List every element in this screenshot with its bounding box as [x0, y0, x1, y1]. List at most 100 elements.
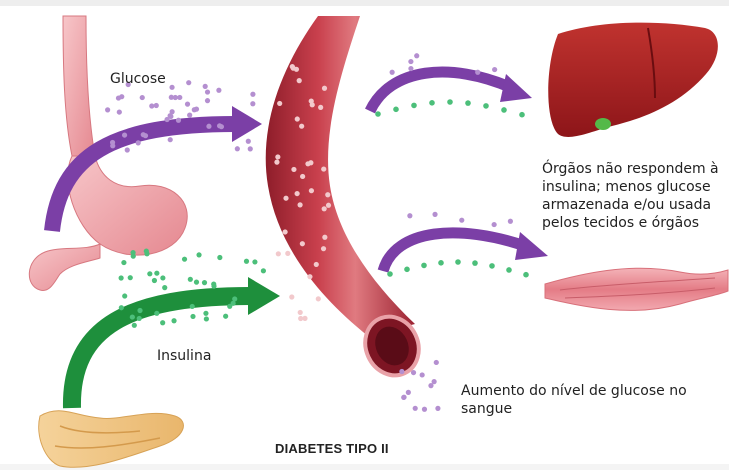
insulin-particle [119, 305, 124, 310]
insulin-particle [196, 252, 201, 257]
insulin-particle [438, 260, 444, 266]
insulin-particle [429, 100, 435, 106]
glucose-particle [122, 132, 127, 137]
insulin-particle [519, 112, 525, 118]
insulin-particle [252, 259, 257, 264]
glucose-particle [177, 95, 182, 100]
glucose-particle [186, 80, 191, 85]
glucose-particle [508, 219, 513, 224]
vessel-particle [297, 78, 302, 83]
insulin-particle [203, 311, 208, 316]
insulin-particle [244, 259, 249, 264]
insulin-particle [128, 275, 133, 280]
glucose-particle [492, 222, 497, 227]
vessel-particle [299, 124, 304, 129]
insulin-arrow-to-vessel [72, 277, 280, 408]
glucose-label: Glucose [110, 70, 166, 88]
insulin-particle [261, 268, 266, 273]
vessel-particle [274, 160, 279, 165]
glucose-particle [140, 95, 145, 100]
insulin-particle [483, 103, 489, 109]
glucose-particle [407, 213, 412, 218]
vessel-particle [326, 203, 331, 208]
glucose-particle [406, 390, 411, 395]
glucose-particle [170, 109, 175, 114]
vessel-particle [321, 166, 326, 171]
glucose-particle [413, 406, 418, 411]
glucose-particle [420, 372, 425, 377]
vessel-particle [318, 105, 323, 110]
vessel-particle [316, 296, 321, 301]
glucose-particle [119, 94, 124, 99]
insulin-particle [202, 280, 207, 285]
organs-label-line: insulina; menos glucose [542, 178, 729, 196]
vessel-particle [283, 229, 288, 234]
insulin-particle [131, 254, 136, 259]
glucose-particle [110, 143, 115, 148]
glucose-particle [250, 92, 255, 97]
insulin-particle [122, 293, 127, 298]
glucose-particle [206, 124, 211, 129]
insulin-particle [132, 323, 137, 328]
organs-response-label: Órgãos não respondem à insulina; menos g… [542, 160, 729, 232]
vessel-particle [309, 188, 314, 193]
insulin-particle [154, 271, 159, 276]
pancreas-icon [39, 411, 184, 468]
glucose-particle [141, 132, 146, 137]
insulin-particle [211, 284, 216, 289]
vessel-particle [305, 161, 310, 166]
glucose-particle [250, 101, 255, 106]
insulin-particle [119, 275, 124, 280]
glucose-particle [194, 107, 199, 112]
glucose-particle [168, 137, 173, 142]
insulin-particle [162, 285, 167, 290]
insulin-particle [411, 103, 417, 109]
insulin-particle [182, 257, 187, 262]
vessel-particle [291, 167, 296, 172]
insulin-particle [506, 267, 512, 273]
vessel-particle [276, 251, 281, 256]
vessel-particle [277, 101, 282, 106]
glucose-particle [411, 370, 416, 375]
insulin-particle [204, 316, 209, 321]
glucose-particle [390, 70, 395, 75]
glucose-particle [432, 212, 437, 217]
insulin-particle [217, 255, 222, 260]
glucose-particle [173, 95, 178, 100]
insulin-particle [190, 304, 195, 309]
vessel-particle [275, 154, 280, 159]
glucose-particle [475, 70, 480, 75]
glucose-particle [149, 103, 154, 108]
glucose-particle [205, 98, 210, 103]
glucose-particle [408, 59, 413, 64]
glucose-particle [235, 146, 240, 151]
blood-vessel-icon [266, 16, 429, 384]
vessel-particle [289, 294, 294, 299]
vessel-particle [322, 206, 327, 211]
glucose-particle [203, 84, 208, 89]
glucose-particle [459, 218, 464, 223]
insulin-particle [404, 267, 410, 273]
insulin-particle [223, 314, 228, 319]
insulin-label: Insulina [157, 347, 211, 365]
glucose-particle [422, 407, 427, 412]
glucose-particle [248, 146, 253, 151]
insulin-particle [447, 99, 453, 105]
insulin-particle [160, 320, 165, 325]
glucose-particle [205, 89, 210, 94]
glucose-particle [435, 406, 440, 411]
blood-label-line: sangue [461, 400, 726, 418]
insulin-particle [171, 318, 176, 323]
vessel-particle [307, 274, 312, 279]
organs-label-line: pelos tecidos e órgãos [542, 214, 729, 232]
glucose-particle [246, 139, 251, 144]
insulin-particle [160, 275, 165, 280]
vessel-particle [283, 196, 288, 201]
insulin-particle [455, 259, 461, 265]
glucose-particle [117, 109, 122, 114]
glucose-particle [432, 379, 437, 384]
vessel-particle [285, 251, 290, 256]
vessel-particle [310, 102, 315, 107]
insulin-particle [147, 271, 152, 276]
vessel-particle [298, 310, 303, 315]
